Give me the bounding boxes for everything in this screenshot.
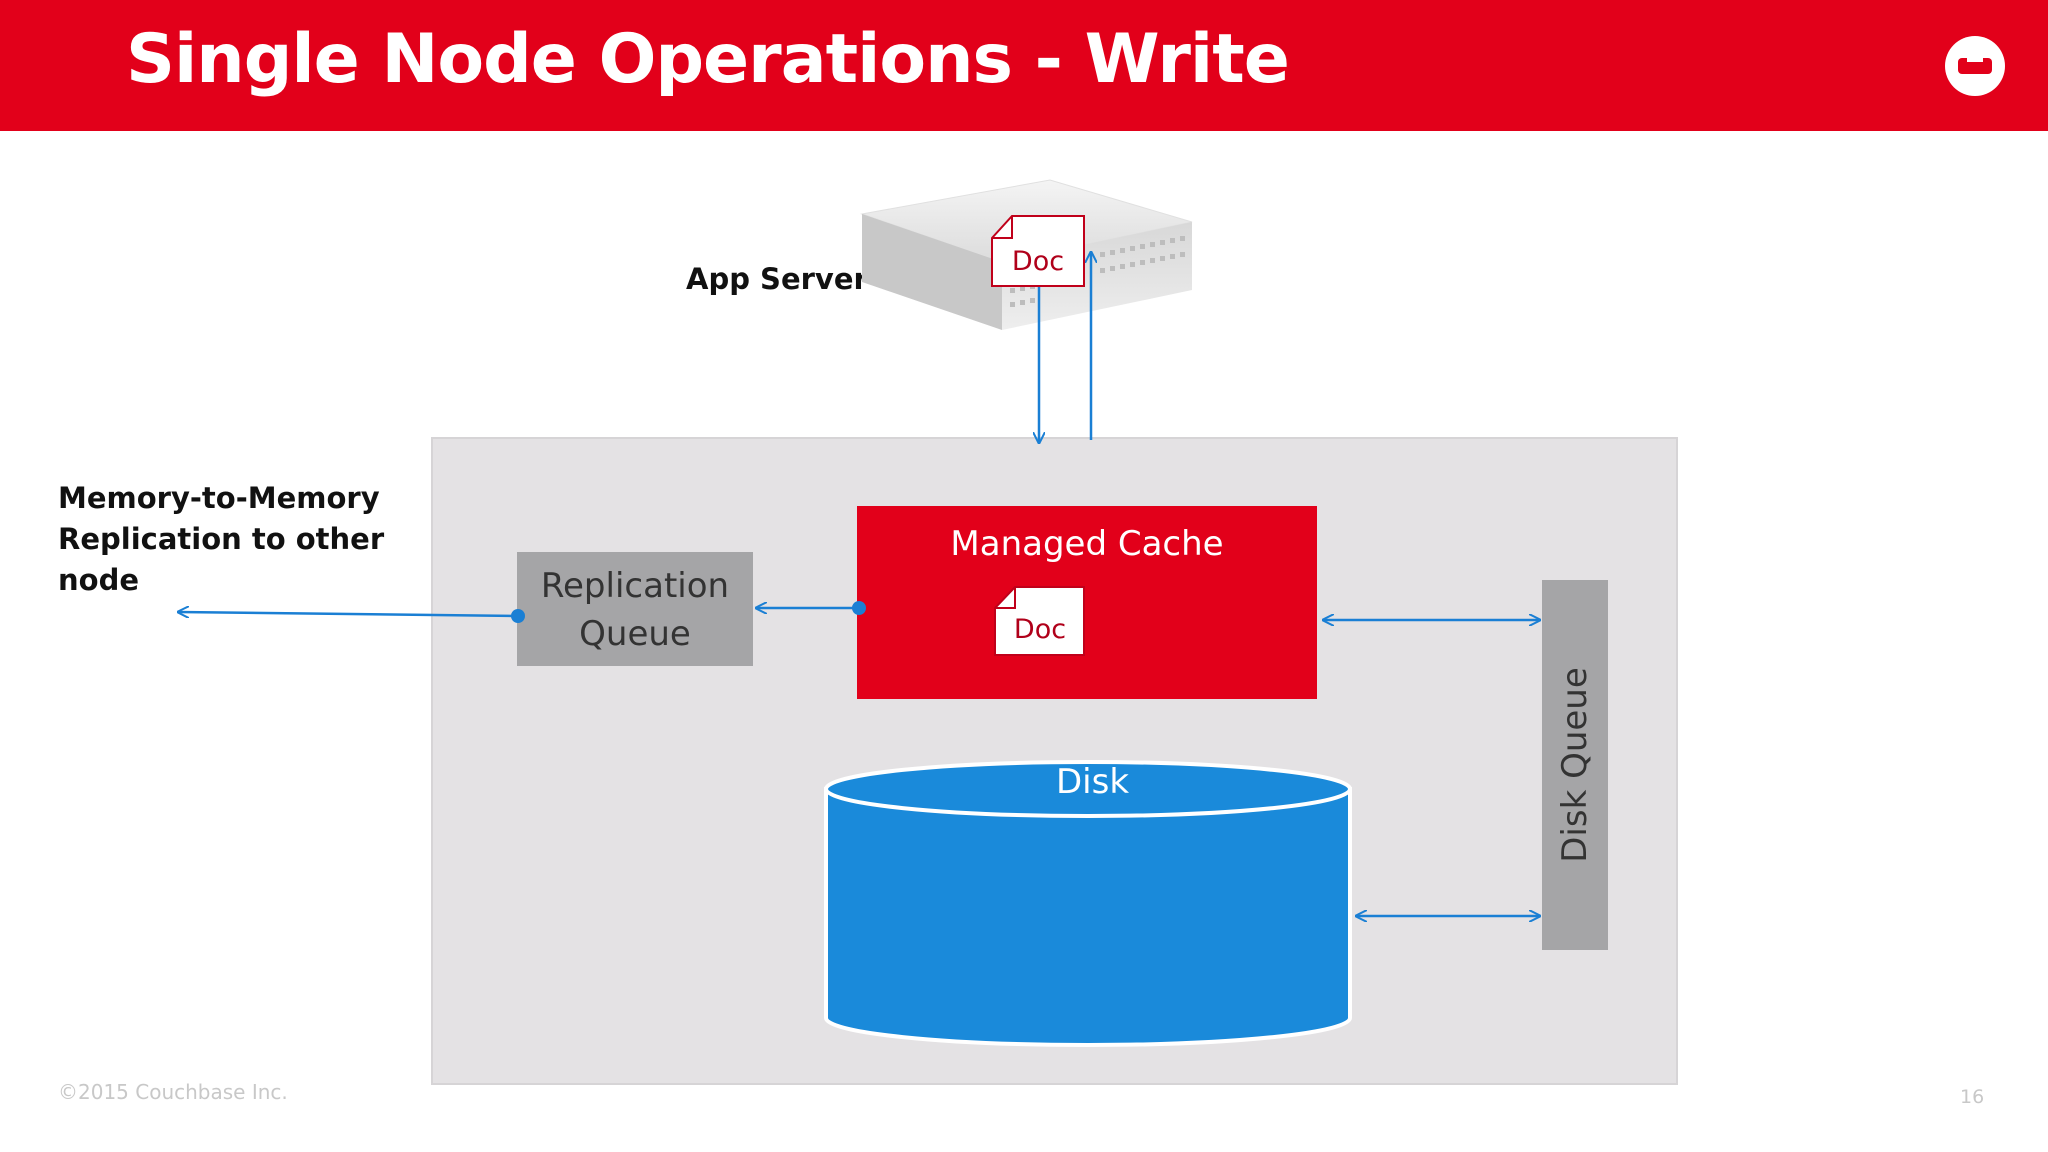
managed-cache-label: Managed Cache bbox=[950, 524, 1224, 564]
doc-label-cache: Doc bbox=[1014, 614, 1066, 645]
replication-queue-box: Replication Queue bbox=[517, 552, 753, 666]
replication-queue-label: Replication Queue bbox=[540, 566, 730, 654]
app-server-label: App Server bbox=[686, 262, 868, 296]
replication-queue-connector-dot bbox=[511, 609, 525, 623]
document-icon: Doc bbox=[991, 215, 1085, 287]
managed-cache-box: Managed Cache bbox=[857, 506, 1317, 699]
document-icon: Doc bbox=[994, 586, 1085, 656]
disk-cylinder bbox=[824, 760, 1352, 1047]
disk-label: Disk bbox=[1055, 762, 1130, 802]
title-bar: Single Node Operations - Write bbox=[0, 0, 2048, 131]
doc-label-server: Doc bbox=[1012, 246, 1064, 277]
disk-queue-box: Disk Queue bbox=[1542, 580, 1608, 950]
slide-title: Single Node Operations - Write bbox=[126, 20, 1290, 99]
copyright-text: ©2015 Couchbase Inc. bbox=[58, 1080, 288, 1104]
couchbase-logo-icon bbox=[1945, 36, 2005, 96]
replication-note: Memory-to-Memory Replication to other no… bbox=[58, 481, 385, 597]
replication-connector-dot bbox=[852, 601, 866, 615]
arrow-replication-to-node bbox=[178, 612, 518, 616]
page-number: 16 bbox=[1960, 1086, 1985, 1108]
